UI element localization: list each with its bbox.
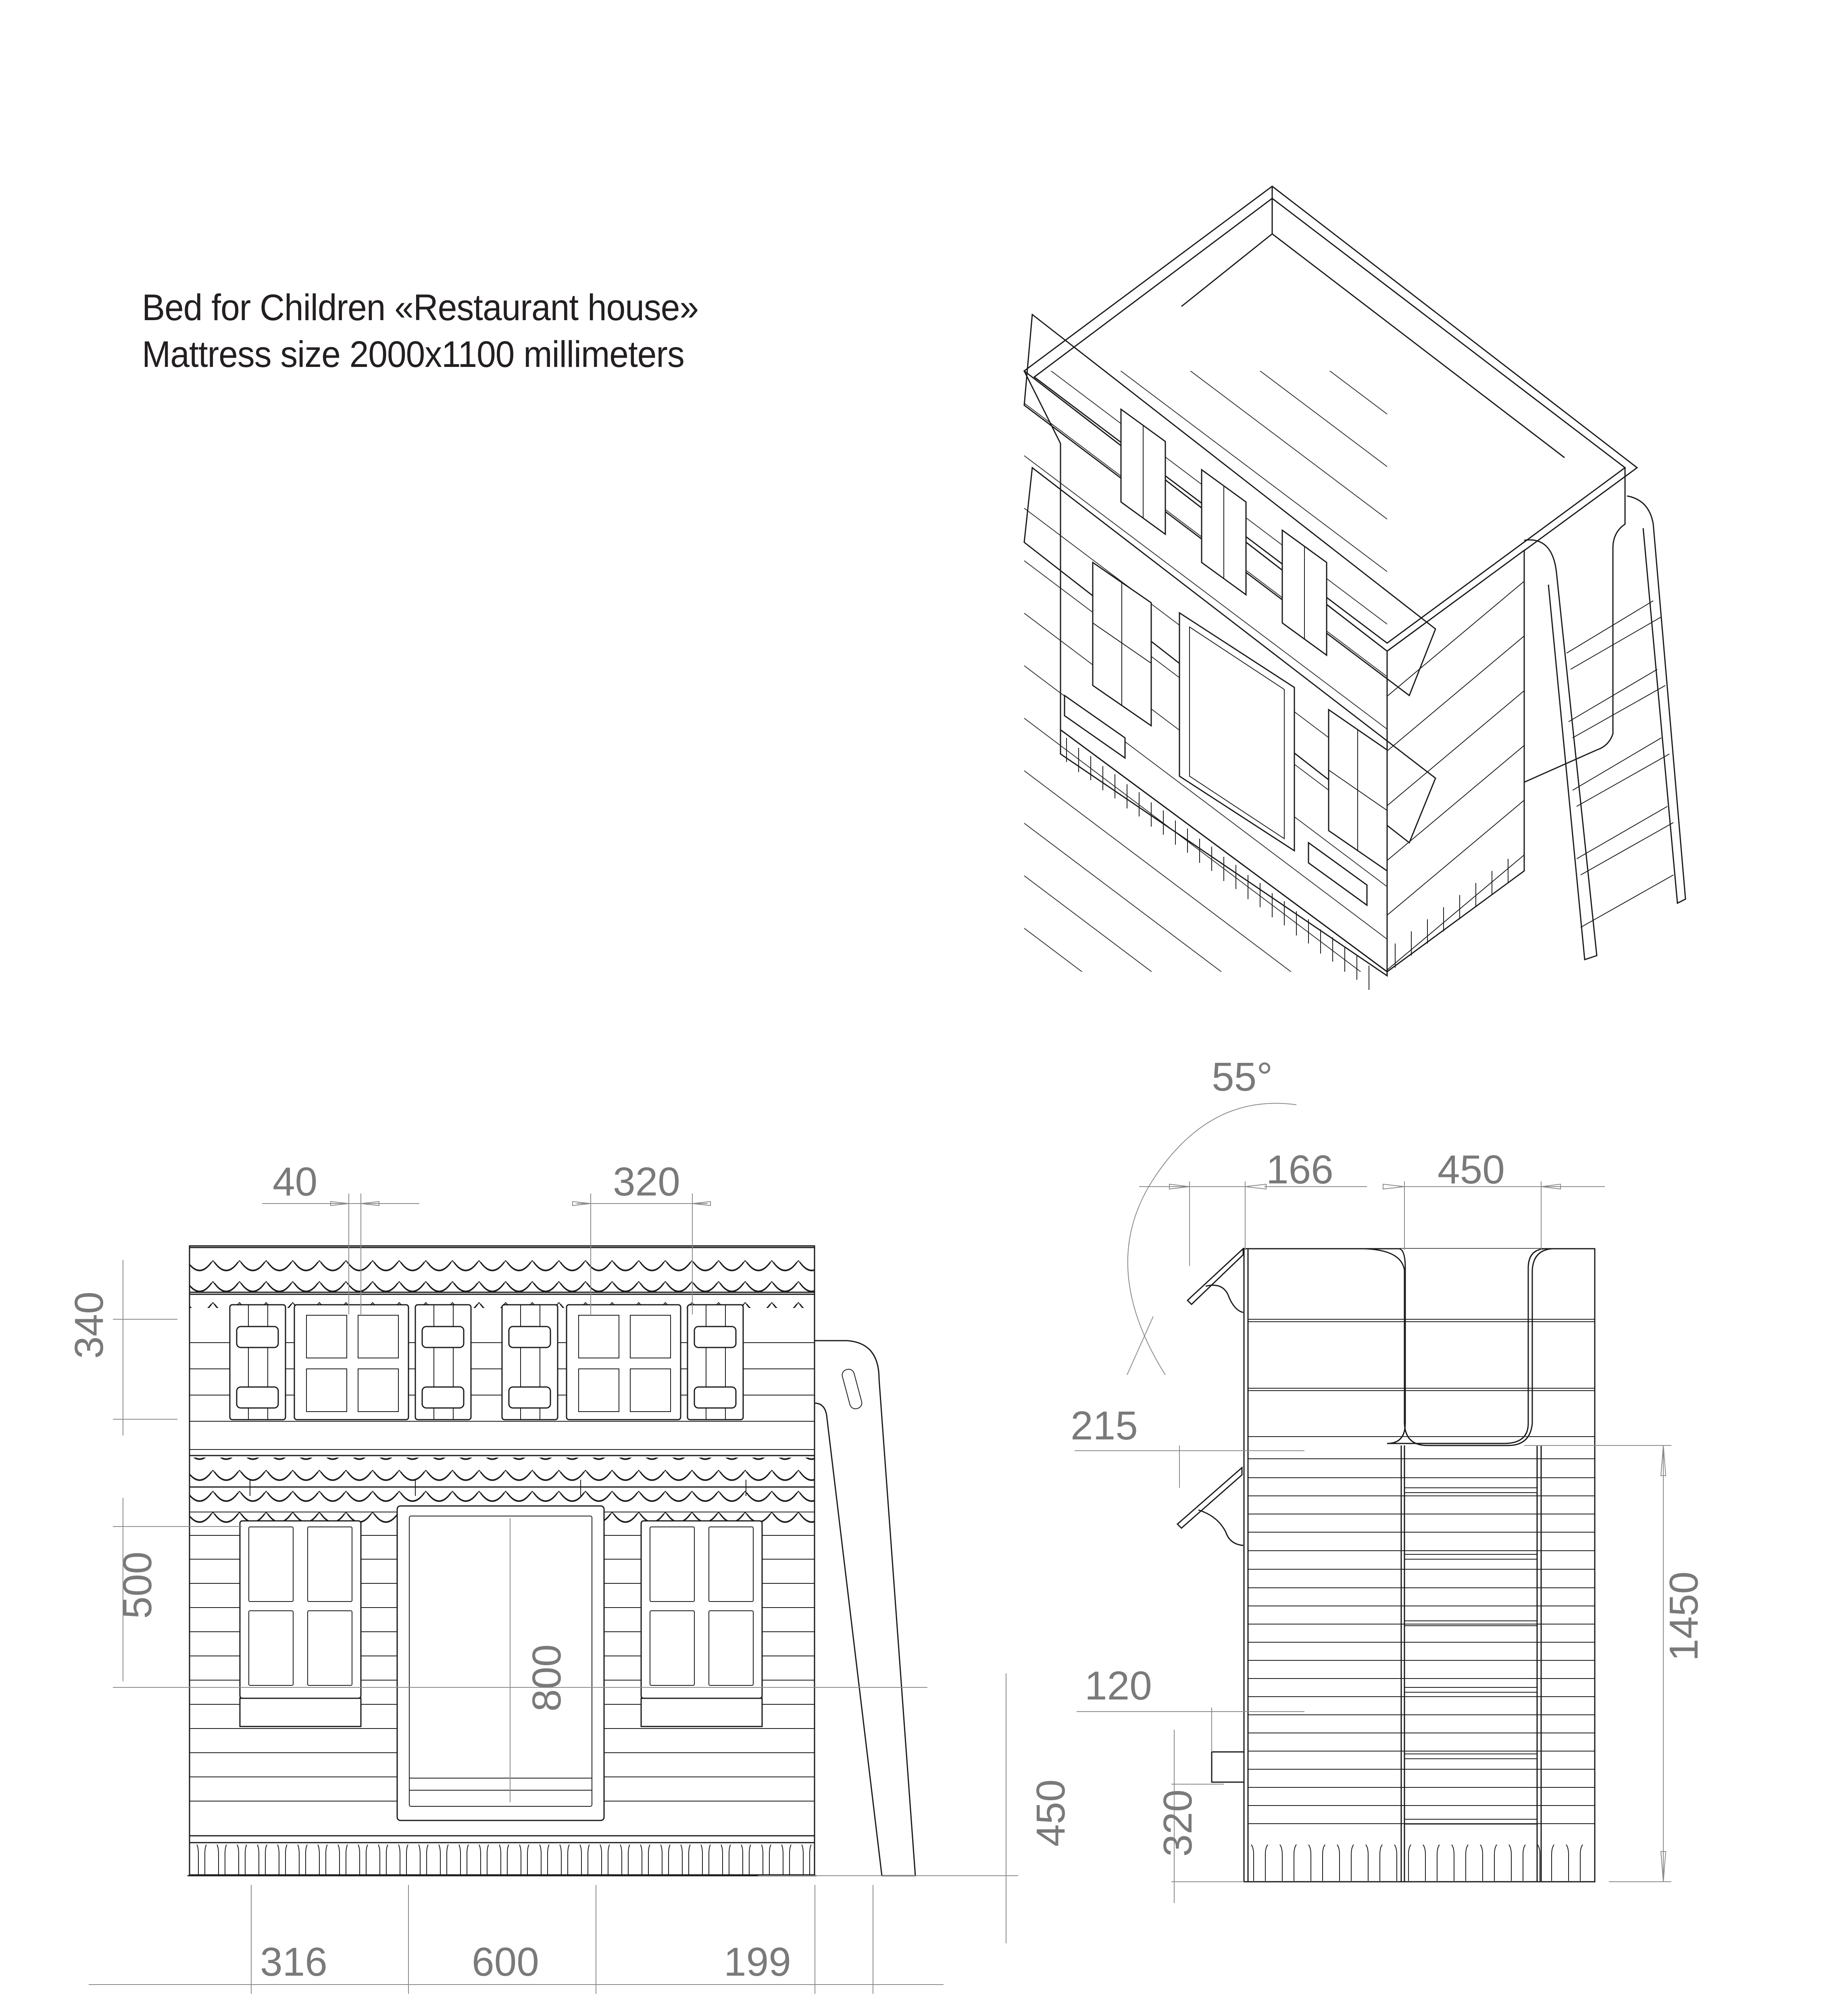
- side-dimensions: [1075, 1103, 1671, 1903]
- side-opening: [1387, 1248, 1545, 1444]
- dim-side-lower-awning-depth: 215: [1071, 1403, 1138, 1448]
- dim-side-angle: 55°: [1212, 1054, 1273, 1100]
- dim-side-ladder-height: 1450: [1661, 1572, 1706, 1661]
- side-fence: [1248, 1845, 1595, 1881]
- front-planter-left: [239, 1697, 362, 1727]
- title-line-1: Bed for Children «Restaurant house»: [142, 287, 699, 328]
- dim-front-bottom-ladder: 199: [724, 1939, 791, 1985]
- iso-door: [1179, 612, 1295, 852]
- front-upper-awning: [190, 1252, 815, 1308]
- iso-lower-awning: [1023, 467, 1436, 844]
- side-planter: [1211, 1751, 1245, 1783]
- title-block: Bed for Children «Restaurant house» Matt…: [142, 284, 740, 378]
- dim-front-top-window-width: 320: [613, 1159, 680, 1204]
- front-view: 40 320 340 500 800 450 316 600 199: [67, 1159, 1073, 1994]
- iso-lower-right-window: [1308, 708, 1388, 906]
- dim-side-box-height: 320: [1155, 1789, 1200, 1857]
- side-ladder-steps: [1404, 1487, 1537, 1824]
- dim-front-bottom-door: 600: [472, 1939, 539, 1985]
- dim-front-upper-window-height: 340: [67, 1291, 112, 1359]
- side-view: 55° 166 450 215 120 320 1450: [1071, 1054, 1706, 1903]
- side-lower-awning: [1176, 1466, 1244, 1546]
- front-dimensions: [89, 1193, 1018, 1994]
- iso-upper-windows: [1120, 408, 1327, 656]
- front-ladder: [814, 1340, 916, 1876]
- title-line-2: Mattress size 2000x1100 millimeters: [142, 334, 685, 375]
- front-fence: [192, 1845, 813, 1875]
- iso-planter-left: [1064, 694, 1126, 759]
- iso-ladder: [1524, 495, 1686, 961]
- dim-front-top-gap: 40: [273, 1159, 317, 1204]
- dim-front-door-height: 800: [524, 1644, 569, 1712]
- iso-upper-awning: [1023, 313, 1436, 697]
- iso-fence: [1066, 738, 1508, 990]
- isometric-view: [1023, 185, 1686, 990]
- dim-front-ladder-base-height: 450: [1028, 1779, 1073, 1847]
- front-door: [396, 1505, 605, 1821]
- front-planter-right: [640, 1697, 763, 1727]
- dim-side-box-depth: 120: [1085, 1663, 1152, 1708]
- dim-side-opening-width: 450: [1438, 1147, 1505, 1192]
- front-lower-left-window: [239, 1520, 362, 1727]
- iso-planter-right: [1308, 841, 1368, 906]
- front-lower-right-window: [640, 1520, 763, 1727]
- dim-side-awning-depth: 166: [1266, 1147, 1333, 1192]
- side-upper-awning: [1186, 1247, 1244, 1313]
- dim-front-bottom-left: 316: [260, 1939, 327, 1985]
- iso-lower-left-window: [1064, 561, 1152, 759]
- dim-front-lower-window-height: 500: [115, 1552, 160, 1619]
- front-upper-windows: [229, 1304, 744, 1420]
